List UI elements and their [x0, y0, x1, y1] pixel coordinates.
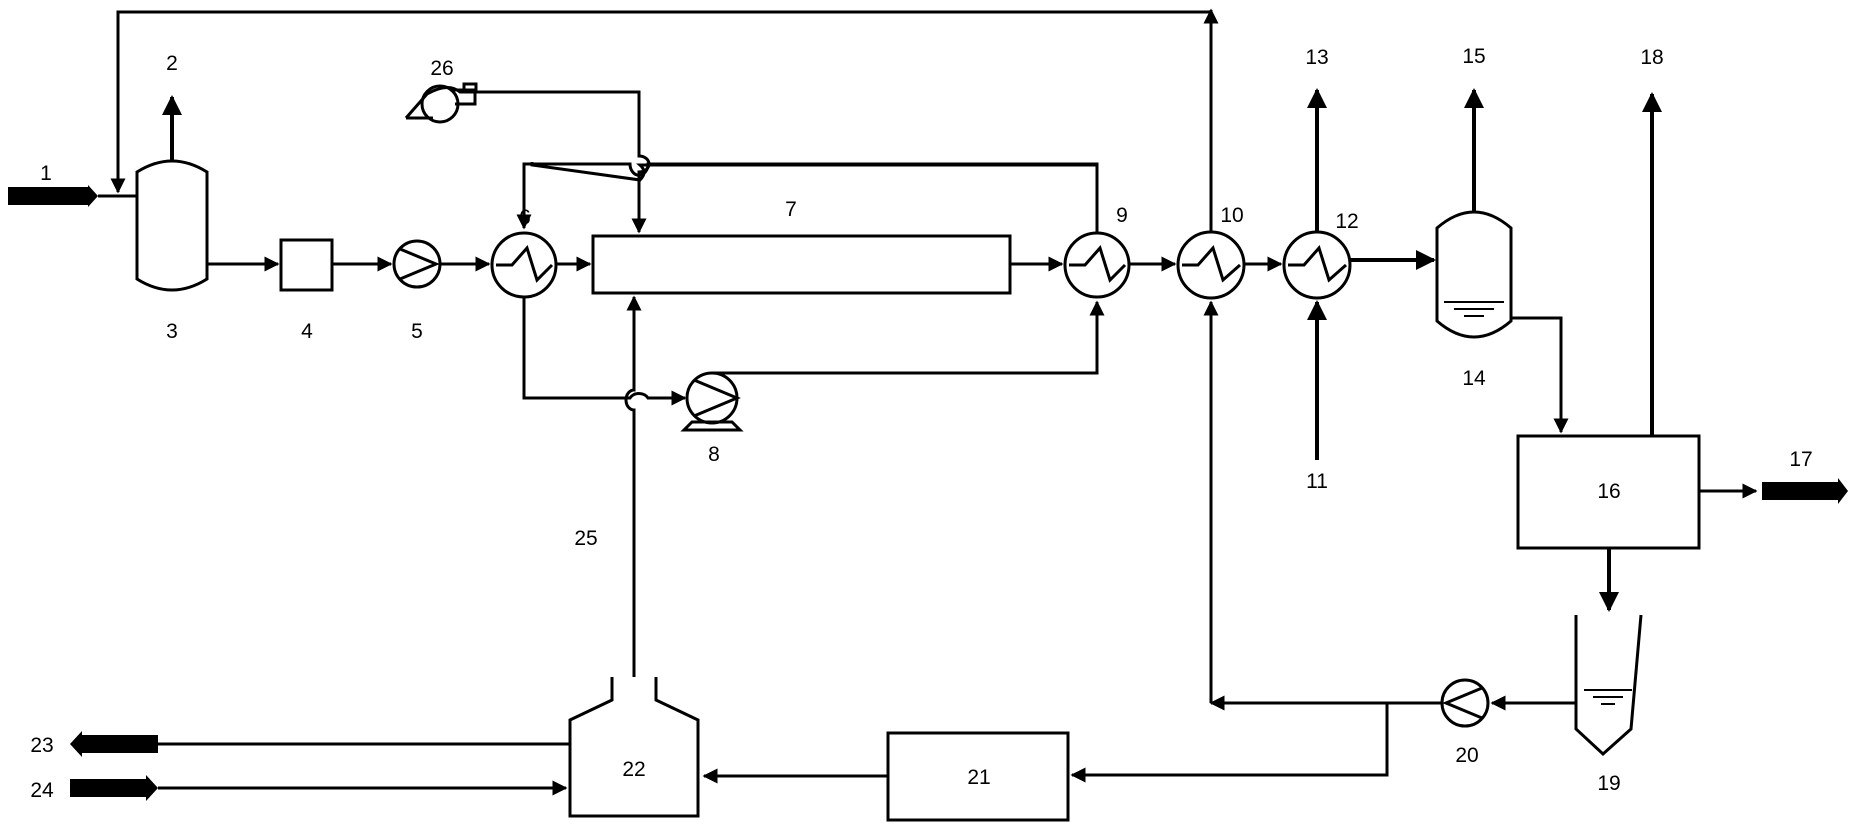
- label-15: 15: [1462, 45, 1485, 68]
- recycle-line-top: [110, 10, 1213, 232]
- label-26: 26: [430, 57, 453, 80]
- label-4: 4: [301, 320, 313, 343]
- label-11: 11: [1306, 470, 1328, 493]
- settler-19: [1574, 614, 1643, 757]
- label-8: 8: [708, 443, 720, 466]
- unit-4: [279, 238, 334, 292]
- label-6: 6: [519, 206, 531, 229]
- pump-20: [1440, 678, 1490, 728]
- label-3: 3: [166, 320, 178, 343]
- label-23: 23: [30, 734, 53, 757]
- label-17: 17: [1789, 448, 1812, 471]
- stream-25: [624, 295, 642, 677]
- label-21: 21: [967, 766, 990, 789]
- stream-24: [70, 775, 568, 801]
- label-12: 12: [1335, 210, 1358, 233]
- label-25: 25: [574, 527, 597, 550]
- stream-23: [70, 731, 570, 757]
- product-stream-17: [1699, 478, 1848, 504]
- label-5: 5: [411, 320, 423, 343]
- label-1: 1: [40, 162, 52, 185]
- label-20: 20: [1455, 744, 1478, 767]
- heat-exchanger-10: [1176, 230, 1246, 300]
- loop-9-to-6: [530, 162, 1099, 233]
- separator-14: [1435, 210, 1513, 339]
- heat-exchanger-9: [1063, 231, 1131, 299]
- label-16: 16: [1597, 480, 1620, 503]
- tank-22: [568, 677, 700, 818]
- vessel-3: [135, 159, 209, 292]
- label-14: 14: [1462, 367, 1486, 390]
- label-2: 2: [166, 52, 178, 75]
- feed-stream-1: [8, 185, 137, 207]
- label-13: 13: [1305, 46, 1328, 69]
- pump-8: [680, 371, 744, 432]
- pump-5: [392, 239, 442, 289]
- label-22: 22: [622, 758, 645, 781]
- heat-exchanger-6: [490, 231, 558, 299]
- stream-8-to-9: [712, 300, 1105, 375]
- stream-split-to-21: [1070, 703, 1389, 783]
- label-10: 10: [1220, 204, 1243, 227]
- blower-26: [404, 82, 478, 124]
- label-7: 7: [785, 198, 797, 221]
- label-9: 9: [1116, 204, 1128, 227]
- label-18: 18: [1640, 46, 1663, 69]
- stream-14-16: [1511, 316, 1569, 434]
- stream-6-to-8: [522, 297, 687, 406]
- unit-21: [886, 731, 1070, 822]
- label-19: 19: [1597, 772, 1620, 795]
- label-24: 24: [30, 779, 54, 802]
- air-line-26: [476, 90, 651, 234]
- reactor-7: [591, 234, 1012, 295]
- heat-exchanger-12: [1282, 230, 1352, 300]
